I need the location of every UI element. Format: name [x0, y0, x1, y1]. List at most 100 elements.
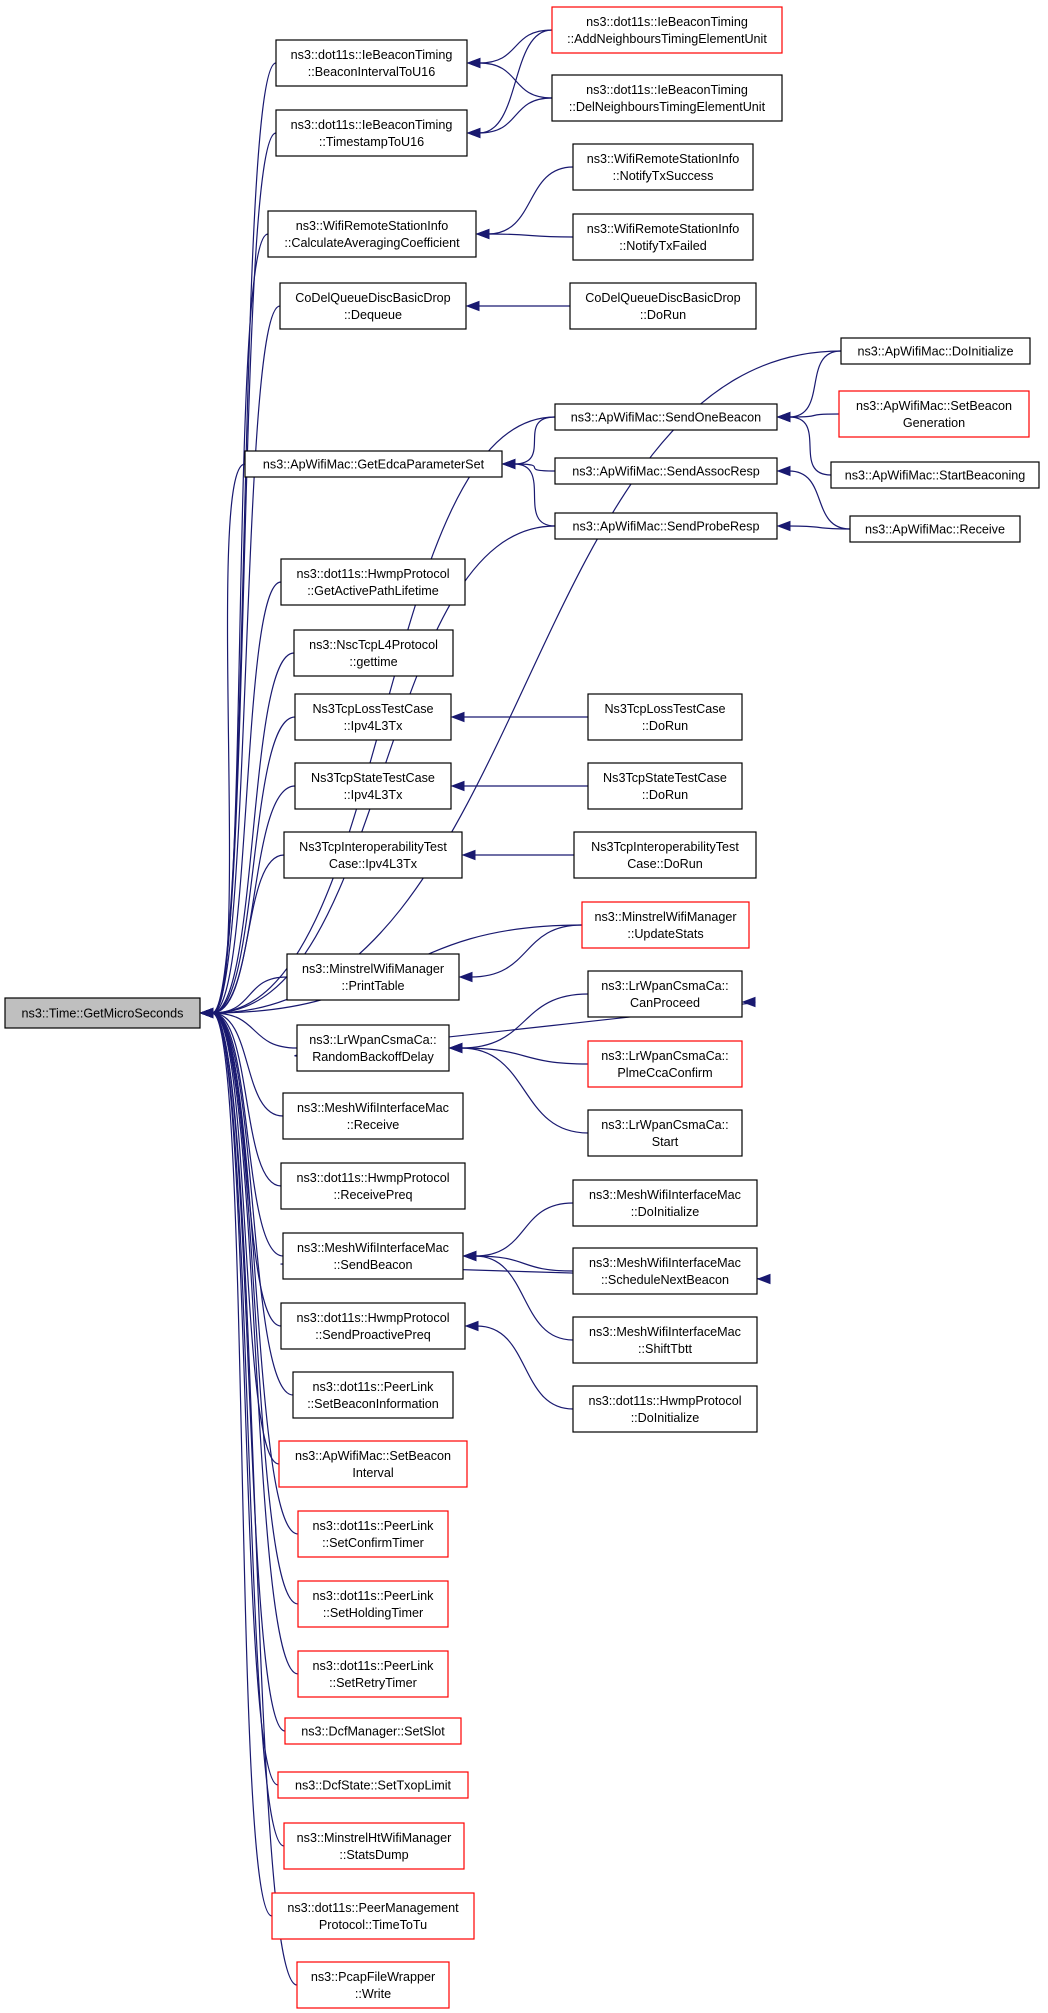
node-label: ::Dequeue [344, 308, 402, 322]
node-box [278, 1440, 468, 1488]
node-meshshift[interactable]: ns3::MeshWifiInterfaceMac::ShiftTbtt [572, 1316, 758, 1364]
node-peersetbeacon[interactable]: ns3::dot11s::PeerLink::SetBeaconInformat… [292, 1371, 454, 1419]
node-label: ns3::LrWpanCsmaCa:: [601, 1118, 728, 1132]
arrowhead [776, 411, 791, 423]
node-meshdoinit[interactable]: ns3::MeshWifiInterfaceMac::DoInitialize [572, 1179, 758, 1227]
node-losstx[interactable]: Ns3TcpLossTestCase::Ipv4L3Tx [294, 693, 452, 741]
node-bi2u16[interactable]: ns3::dot11s::IeBeaconTiming::BeaconInter… [275, 39, 468, 87]
node-root[interactable]: ns3::Time::GetMicroSeconds [4, 997, 201, 1029]
node-box [4, 997, 201, 1029]
edge-line [788, 416, 832, 476]
node-label: ::NotifyTxSuccess [613, 169, 714, 183]
node-ts2u16[interactable]: ns3::dot11s::IeBeaconTiming::TimestampTo… [275, 109, 468, 157]
arrowhead [741, 996, 756, 1008]
node-label: ::DoRun [642, 788, 688, 802]
node-box [275, 39, 468, 87]
node-meshrecv[interactable]: ns3::MeshWifiInterfaceMac::Receive [282, 1092, 464, 1140]
node-label: ::SetConfirmTimer [322, 1536, 424, 1550]
call-edge-minstrelupd-to-minstrelprint [458, 924, 583, 983]
node-box [279, 282, 467, 330]
node-label: Interval [352, 1466, 393, 1480]
call-edge-meshschedule-to-meshsendbeacon [462, 1250, 574, 1272]
node-peerretry[interactable]: ns3::dot11s::PeerLink::SetRetryTimer [297, 1650, 449, 1698]
node-approbe[interactable]: ns3::ApWifiMac::SendProbeResp [554, 512, 778, 540]
node-box [554, 457, 778, 485]
node-box [587, 970, 743, 1018]
call-edge-nscgettime-to-root [199, 652, 295, 1019]
node-lossrun[interactable]: Ns3TcpLossTestCase::DoRun [587, 693, 743, 741]
arrowhead [462, 1250, 477, 1262]
node-label: ns3::ApWifiMac::SendAssocResp [572, 465, 760, 479]
node-box [572, 213, 754, 261]
node-hwmpdoinit[interactable]: ns3::dot11s::HwmpProtocol::DoInitialize [572, 1385, 758, 1433]
node-hwmpreq[interactable]: ns3::dot11s::HwmpProtocol::ReceivePreq [280, 1162, 466, 1210]
node-box [849, 515, 1021, 543]
call-edge-interoptx-to-root [199, 854, 285, 1019]
node-staterun[interactable]: Ns3TcpStateTestCase::DoRun [587, 762, 743, 810]
node-codelrun[interactable]: CoDelQueueDiscBasicDrop::DoRun [569, 282, 757, 330]
node-lrstart[interactable]: ns3::LrWpanCsmaCa::Start [587, 1109, 743, 1157]
node-calcavg[interactable]: ns3::WifiRemoteStationInfo::CalculateAve… [267, 210, 477, 258]
node-minstrelht[interactable]: ns3::MinstrelHtWifiManager::StatsDump [283, 1822, 465, 1870]
edge-line [788, 470, 851, 530]
node-meshschedule[interactable]: ns3::MeshWifiInterfaceMac::ScheduleNextB… [572, 1247, 758, 1295]
node-box [280, 1162, 466, 1210]
node-label: ns3::MeshWifiInterfaceMac [589, 1256, 741, 1270]
node-apassoc[interactable]: ns3::ApWifiMac::SendAssocResp [554, 457, 778, 485]
node-dcftxop[interactable]: ns3::DcfState::SetTxopLimit [277, 1771, 469, 1799]
edge-line [513, 463, 556, 527]
node-peerconfirm[interactable]: ns3::dot11s::PeerLink::SetConfirmTimer [297, 1510, 449, 1558]
node-label: ns3::ApWifiMac::SetBeacon [295, 1449, 451, 1463]
node-dcfslot[interactable]: ns3::DcfManager::SetSlot [284, 1717, 462, 1745]
node-label: Start [652, 1135, 679, 1149]
node-label: ns3::MeshWifiInterfaceMac [589, 1325, 741, 1339]
node-notifyfail[interactable]: ns3::WifiRemoteStationInfo::NotifyTxFail… [572, 213, 754, 261]
call-edge-interoprun-to-interoptx [461, 849, 574, 861]
node-notifysucc[interactable]: ns3::WifiRemoteStationInfo::NotifyTxSucc… [572, 143, 754, 191]
call-edge-hwmpdoinit-to-hwmpproactive [464, 1320, 574, 1410]
arrowhead [450, 711, 465, 723]
edge-line [460, 993, 589, 1049]
node-hwmpproactive[interactable]: ns3::dot11s::HwmpProtocol::SendProactive… [280, 1302, 466, 1350]
node-lrplme[interactable]: ns3::LrWpanCsmaCa::PlmeCcaConfirm [587, 1040, 743, 1088]
node-peermgmt[interactable]: ns3::dot11s::PeerManagementProtocol::Tim… [271, 1892, 475, 1940]
node-apsendbeacon[interactable]: ns3::ApWifiMac::SendOneBeacon [554, 403, 778, 431]
node-delnte[interactable]: ns3::dot11s::IeBeaconTiming::DelNeighbou… [551, 74, 783, 122]
node-label: Ns3TcpStateTestCase [603, 771, 727, 785]
node-box [572, 1247, 758, 1295]
node-nscgettime[interactable]: ns3::NscTcpL4Protocol::gettime [293, 629, 454, 677]
node-label: ns3::dot11s::PeerLink [313, 1380, 435, 1394]
node-hwmpactive[interactable]: ns3::dot11s::HwmpProtocol::GetActivePath… [280, 558, 466, 606]
node-box [554, 403, 778, 431]
node-apstartbeacon[interactable]: ns3::ApWifiMac::StartBeaconing [830, 461, 1040, 489]
node-apdoinit[interactable]: ns3::ApWifiMac::DoInitialize [840, 337, 1031, 365]
node-label: ::CalculateAveragingCoefficient [284, 236, 460, 250]
node-minstrelupd[interactable]: ns3::MinstrelWifiManager::UpdateStats [581, 901, 750, 949]
node-meshsendbeacon[interactable]: ns3::MeshWifiInterfaceMac::SendBeacon [282, 1232, 464, 1280]
node-pcapwrite[interactable]: ns3::PcapFileWrapper::Write [296, 1961, 450, 2009]
node-box [277, 1771, 469, 1799]
node-apreceive[interactable]: ns3::ApWifiMac::Receive [849, 515, 1021, 543]
node-lrcanproceed[interactable]: ns3::LrWpanCsmaCa::CanProceed [587, 970, 743, 1018]
node-box [294, 762, 452, 810]
edge-line [211, 1012, 286, 1732]
node-minstrelprint[interactable]: ns3::MinstrelWifiManager::PrintTable [286, 953, 460, 1001]
node-box [840, 337, 1031, 365]
node-codeldeq[interactable]: CoDelQueueDiscBasicDrop::Dequeue [279, 282, 467, 330]
node-addnte[interactable]: ns3::dot11s::IeBeaconTiming::AddNeighbou… [551, 6, 783, 54]
node-label: ::DoInitialize [631, 1205, 700, 1219]
node-peerholding[interactable]: ns3::dot11s::PeerLink::SetHoldingTimer [297, 1580, 449, 1628]
node-lrrandom[interactable]: ns3::LrWpanCsmaCa::RandomBackoffDelay [296, 1024, 450, 1072]
edge-line [788, 413, 840, 418]
node-label: ns3::MinstrelWifiManager [594, 910, 736, 924]
node-label: ns3::dot11s::IeBeaconTiming [586, 15, 748, 29]
node-box [572, 1316, 758, 1364]
node-apedca[interactable]: ns3::ApWifiMac::GetEdcaParameterSet [244, 450, 503, 478]
edge-line [211, 1012, 285, 1847]
node-label: ::Ipv4L3Tx [344, 719, 404, 733]
node-statetx[interactable]: Ns3TcpStateTestCase::Ipv4L3Tx [294, 762, 452, 810]
